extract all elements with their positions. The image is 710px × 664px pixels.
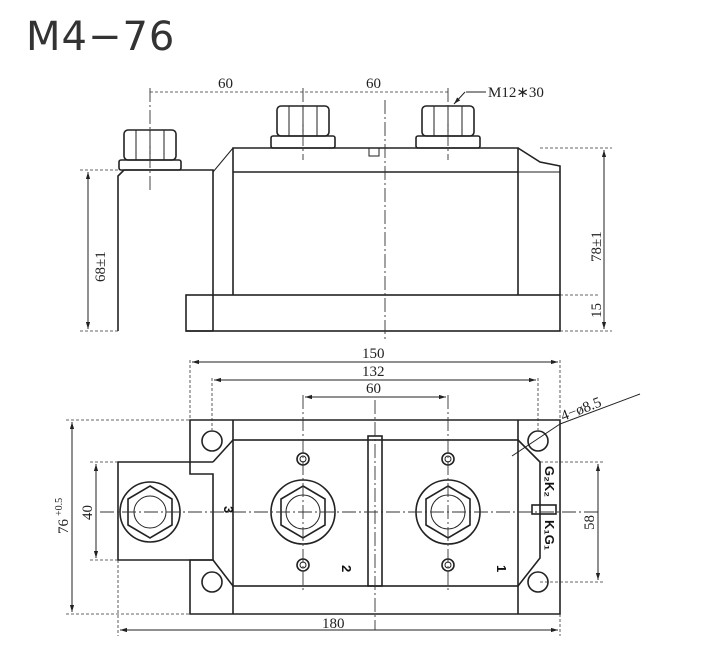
side-notch xyxy=(368,148,380,157)
side-housing-right-shoulder xyxy=(517,147,561,295)
plan-housing xyxy=(232,439,519,587)
dim-78: 78±1 xyxy=(589,231,605,262)
dim-76: 76 xyxy=(56,519,72,535)
mount-hole-tr xyxy=(527,430,549,452)
dim-60-bottom: 60 xyxy=(366,381,381,397)
terminal-label-3: 3 xyxy=(221,506,236,513)
dim-132: 132 xyxy=(362,364,385,380)
dim-76-tolerance: +0.5 xyxy=(54,498,65,516)
plan-left-tab xyxy=(117,461,213,561)
mount-hole-tl xyxy=(201,430,223,452)
dim-58: 58 xyxy=(582,515,598,530)
pin-label-g2k2: G₂K₂ xyxy=(542,466,557,497)
mount-hole-bl xyxy=(201,571,223,593)
dim-60-left: 60 xyxy=(218,76,233,92)
plan-view: 150 132 60 4−ø8.5 76 +0.5 40 58 180 xyxy=(54,346,641,636)
pin-label-k1g1: K₁G₁ xyxy=(542,520,557,550)
diagram-title: M4−76 xyxy=(26,14,176,60)
dim-40: 40 xyxy=(80,505,96,520)
dim-15: 15 xyxy=(589,303,605,318)
side-base-plate xyxy=(185,294,561,332)
side-view: 60 60 M12∗30 68±1 78±1 15 xyxy=(80,76,612,340)
terminal-label-2: 2 xyxy=(339,565,354,572)
side-left-terminal-block xyxy=(117,169,214,331)
dim-60-right: 60 xyxy=(366,76,381,92)
terminal-label-1: 1 xyxy=(494,565,509,572)
dim-68: 68±1 xyxy=(93,251,109,282)
dim-180: 180 xyxy=(322,616,345,632)
dim-150: 150 xyxy=(362,346,385,362)
side-main-housing xyxy=(232,147,519,295)
gate-pins xyxy=(531,504,557,515)
bolt-label: M12∗30 xyxy=(488,85,544,101)
hole-label: 4−ø8.5 xyxy=(559,395,604,425)
